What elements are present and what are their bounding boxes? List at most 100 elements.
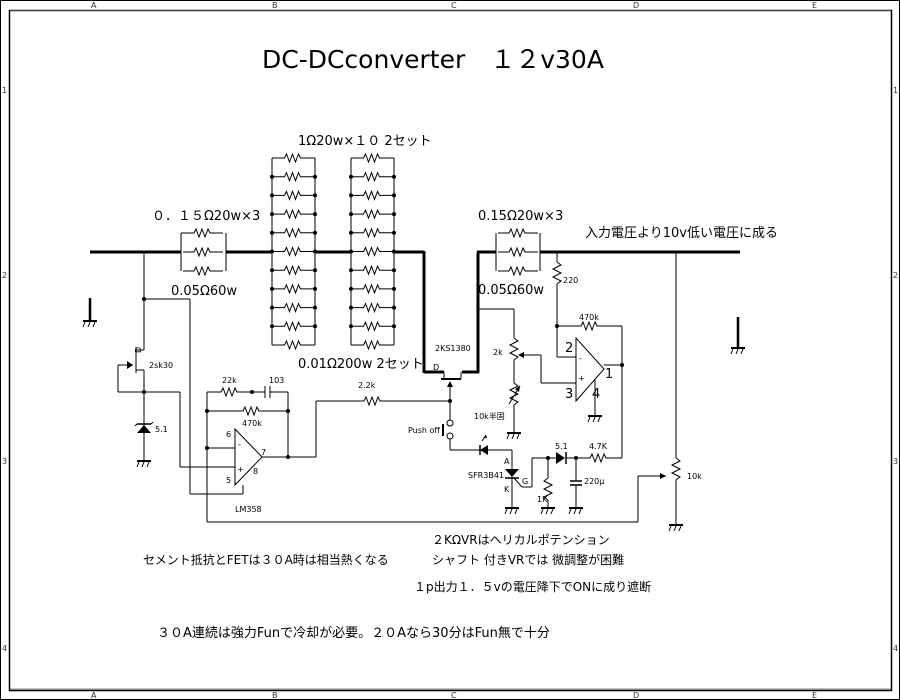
input-shunt-label: ０．１５Ω20w×3 [152,209,260,224]
power-fet-2ks1380 [441,372,462,401]
note-cutoff: １p出力１．５vの電圧降下でONに成り遮断 [414,579,651,594]
bank-resistor [352,228,393,238]
bank-resistor [352,172,393,182]
jfet-drain-pin: D [134,347,143,353]
bank-resistor [352,190,393,200]
lm358-pin-5: 5 [226,476,231,485]
bank-resistor [273,247,314,256]
input-shunt-total-label: 0.05Ω60w [171,284,237,299]
lm358-label: LM358 [235,505,262,514]
junction-dot [270,174,274,179]
opamp-right-pin-1: 1 [605,367,613,382]
row-marker-right: 1 [893,86,898,95]
junction-dot [313,249,317,254]
bank-resistor [352,247,393,256]
opamp-right [551,252,624,423]
lm358-minus: - [238,440,241,449]
junction-dot [313,230,317,235]
bank-resistor [352,340,393,350]
scr-label: SFR3B41 [468,471,504,480]
row-marker-left: 2 [2,271,7,280]
frame-column-markers: A B C D E A B C D E [91,1,817,700]
fet-label: 2KS1380 [435,344,471,353]
junction-dot [392,249,396,254]
load-resistor-bank-2 [349,153,396,350]
junction-dot [313,193,317,198]
bank-resistor [352,209,393,219]
scr-gate-pin: G [522,477,528,486]
note-cooling: ３０A連続は強力Funで冷却が必要。２０Aなら30分はFun無で十分 [157,626,550,641]
bank-resistor [273,303,314,313]
r-22k-label: 22k [222,376,237,385]
ground-symbol-right [730,317,746,355]
r-470k-right-label: 470k [579,313,599,322]
junction-dot [392,305,396,310]
bank-resistor [352,284,393,294]
vr-10k-label: 10k [687,472,702,481]
output-shunt-total-label: 0.05Ω60w [478,283,544,298]
junction-dot [392,286,396,291]
col-marker-bottom: E [812,691,817,700]
junction-dot [313,268,317,273]
vr-10k-output [668,252,684,532]
row-marker-right: 4 [893,644,898,653]
junction-dot [349,230,353,235]
row-marker-left: 3 [2,457,7,466]
bank-resistor [352,303,393,313]
bank-resistor [273,340,314,350]
row-marker-left: 1 [2,86,7,95]
jfet-2sk30 [117,345,145,393]
col-marker-top: E [812,1,817,10]
junction-dot [313,212,317,217]
opamp-right-minus: - [579,354,582,363]
junction-dot [270,212,274,217]
junction-dot [392,230,396,235]
vr-10k-semi-label: 10k半固 [474,411,505,421]
lm358-pin-7: 7 [261,448,266,457]
junction-dot [349,193,353,198]
junction-dot [392,324,396,329]
r-1k-label: 1K [537,495,548,504]
scr-anode-pin: A [504,457,510,466]
note-heat: セメント抵抗とFETは３０A時は相当熱くなる [143,552,389,567]
fet-drain-pin: D [433,363,439,372]
zener-left-label: 5.1 [155,425,168,434]
row-marker-right: 2 [893,271,898,280]
diagram-title: DC-DCconverter １２v30A [262,45,604,74]
col-marker-bottom: B [272,691,278,700]
note-vr-line2: シャフト 付きVRでは 微調整が困難 [432,552,624,567]
junction-dot [392,212,396,217]
opamp-lm358 [205,386,666,523]
junction-dot [349,268,353,273]
output-shunt-label: 0.15Ω20w×3 [478,209,563,224]
junction-dot [313,305,317,310]
gate-network [540,365,623,515]
junction-dot [349,286,353,291]
opamp-right-plus: + [578,374,585,383]
bank-resistor [352,153,393,163]
output-shunt-resistors [495,228,541,276]
vr-2k-and-trimmer [478,308,576,440]
junction-dot [349,324,353,329]
junction-dot [313,174,317,179]
note-vr-line1: ２KΩVRはヘリカルポテンション [432,533,610,547]
zener-diode-left [134,421,154,468]
col-marker-bottom: D [633,691,639,700]
r-470k-left-label: 470k [242,419,262,428]
bank-resistor [273,228,314,238]
junction-dot [313,324,317,329]
bank-resistor [273,190,314,200]
row-marker-left: 4 [2,644,7,653]
junction-dot [349,174,353,179]
junction-dot [392,268,396,273]
bank-resistor [273,153,314,163]
indicator-led [479,434,488,455]
ground-symbol-left [82,298,98,328]
col-marker-top: C [451,1,457,10]
r-4-7k-label: 4.7K [589,442,608,451]
scr-sfr3b41 [504,450,550,515]
junction-dot [349,305,353,310]
opamp-right-pin-3: 3 [565,387,573,402]
push-off-switch [442,401,512,451]
